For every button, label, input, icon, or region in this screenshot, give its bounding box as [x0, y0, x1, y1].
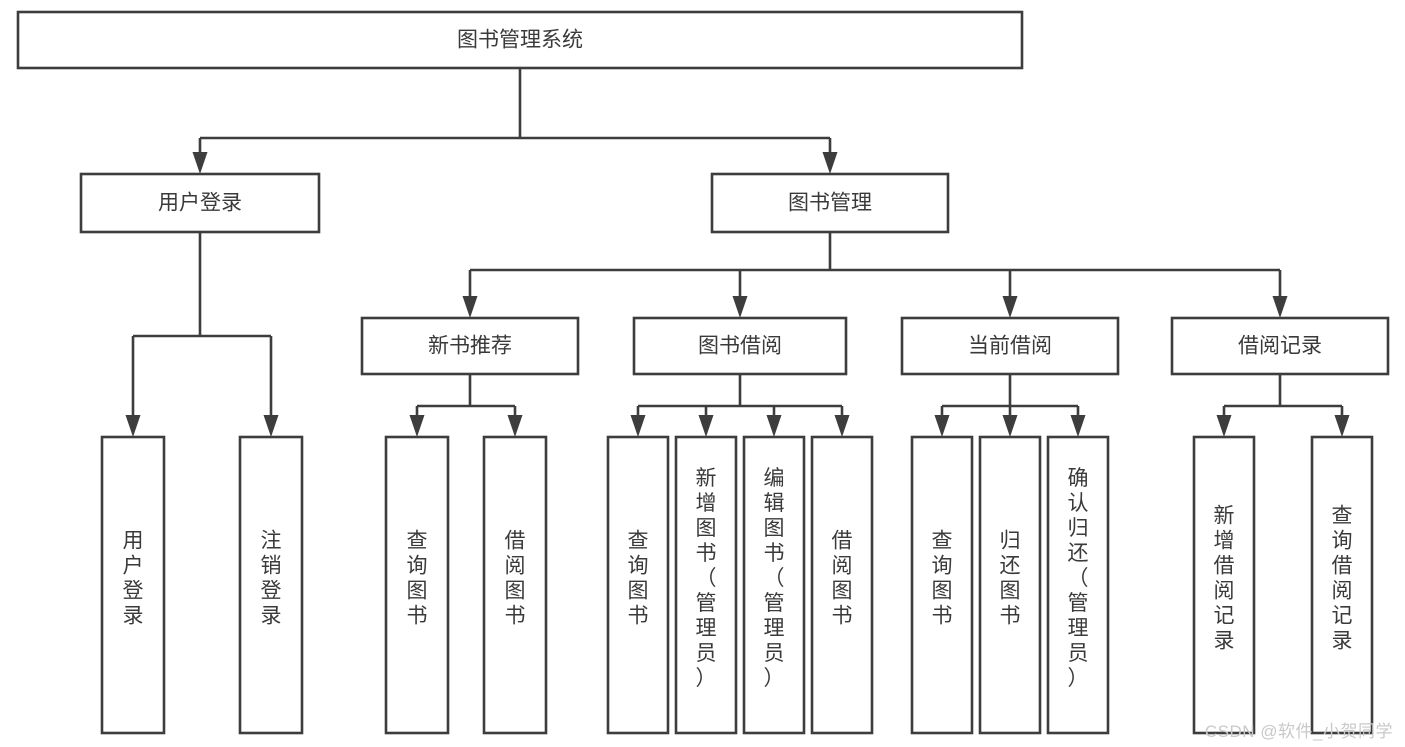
arrow-head-icon: [1334, 415, 1350, 437]
connector-group-root: [192, 68, 838, 174]
node-current-borrow[interactable]: 当前借阅: [900, 316, 1120, 376]
connector-group-book-manage: [462, 232, 1288, 318]
node-box-leaf-edit-book[interactable]: [742, 435, 806, 735]
node-box-leaf-add-record[interactable]: [1192, 435, 1256, 735]
node-leaf-query-book-1[interactable]: 查询图书: [384, 435, 450, 735]
node-box-leaf-logout[interactable]: [238, 435, 304, 735]
arrow-head-icon: [409, 415, 425, 437]
node-box-leaf-query-book-2[interactable]: [606, 435, 670, 735]
node-label-leaf-user-login: 用户登录: [123, 530, 144, 628]
node-book-borrow[interactable]: 图书借阅: [632, 316, 848, 376]
node-box-user-login[interactable]: [79, 172, 321, 234]
node-label-leaf-query-book-1: 查询图书: [407, 530, 428, 628]
node-book-manage[interactable]: 图书管理: [710, 172, 950, 234]
node-leaf-borrow-book-1[interactable]: 借阅图书: [482, 435, 548, 735]
node-leaf-return-book[interactable]: 归还图书: [978, 435, 1042, 735]
node-root[interactable]: 图书管理系统: [16, 10, 1024, 70]
connector-group-borrow-record: [1216, 374, 1350, 437]
node-label-leaf-add-record: 新增借阅记录: [1214, 505, 1235, 653]
node-leaf-borrow-book-2[interactable]: 借阅图书: [810, 435, 874, 735]
node-box-current-borrow[interactable]: [900, 316, 1120, 376]
node-box-book-manage[interactable]: [710, 172, 950, 234]
connector-group-current-borrow: [934, 374, 1086, 437]
arrow-head-icon: [125, 415, 141, 437]
node-layer: 图书管理系统用户登录图书管理新书推荐图书借阅当前借阅借阅记录用户登录注销登录查询…: [16, 10, 1390, 735]
node-new-book-recommend[interactable]: 新书推荐: [360, 316, 580, 376]
arrow-head-icon: [822, 152, 838, 174]
node-label-leaf-query-record: 查询借阅记录: [1332, 505, 1353, 653]
node-label-user-login: 用户登录: [158, 192, 242, 215]
connector-group-new-book-recommend: [409, 374, 523, 437]
node-label-leaf-logout: 注销登录: [261, 530, 282, 628]
node-box-leaf-query-book-1[interactable]: [384, 435, 450, 735]
node-label-leaf-query-book-3: 查询图书: [932, 530, 953, 628]
arrow-head-icon: [698, 415, 714, 437]
node-leaf-confirm-return[interactable]: 确认归还（管理员）: [1046, 435, 1110, 735]
connector-group-user-login: [125, 232, 279, 437]
node-label-leaf-borrow-book-2: 借阅图书: [832, 530, 853, 628]
node-label-new-book-recommend: 新书推荐: [428, 335, 512, 358]
node-label-borrow-record: 借阅记录: [1238, 335, 1322, 358]
arrow-head-icon: [1002, 296, 1018, 318]
node-box-leaf-borrow-book-2[interactable]: [810, 435, 874, 735]
node-leaf-add-record[interactable]: 新增借阅记录: [1192, 435, 1256, 735]
node-box-leaf-return-book[interactable]: [978, 435, 1042, 735]
arrow-head-icon: [1070, 415, 1086, 437]
connector-layer: [125, 68, 1350, 437]
node-box-borrow-record[interactable]: [1170, 316, 1390, 376]
node-leaf-edit-book[interactable]: 编辑图书（管理员）: [742, 435, 806, 735]
arrow-head-icon: [1272, 296, 1288, 318]
node-box-new-book-recommend[interactable]: [360, 316, 580, 376]
node-label-leaf-edit-book: 编辑图书（管理员）: [764, 467, 785, 690]
arrow-head-icon: [263, 415, 279, 437]
node-label-leaf-query-book-2: 查询图书: [628, 530, 649, 628]
node-user-login[interactable]: 用户登录: [79, 172, 321, 234]
node-box-leaf-query-book-3[interactable]: [910, 435, 974, 735]
node-leaf-query-book-2[interactable]: 查询图书: [606, 435, 670, 735]
node-box-leaf-user-login[interactable]: [100, 435, 166, 735]
node-leaf-query-book-3[interactable]: 查询图书: [910, 435, 974, 735]
node-box-leaf-query-record[interactable]: [1310, 435, 1374, 735]
arrow-head-icon: [1002, 415, 1018, 437]
node-label-book-borrow: 图书借阅: [698, 335, 782, 358]
node-leaf-add-book[interactable]: 新增图书（管理员）: [674, 435, 738, 735]
arrow-head-icon: [834, 415, 850, 437]
connector-group-book-borrow: [630, 374, 850, 437]
node-label-book-manage: 图书管理: [788, 192, 872, 215]
arrow-head-icon: [766, 415, 782, 437]
node-leaf-logout[interactable]: 注销登录: [238, 435, 304, 735]
node-box-book-borrow[interactable]: [632, 316, 848, 376]
node-borrow-record[interactable]: 借阅记录: [1170, 316, 1390, 376]
node-label-leaf-confirm-return: 确认归还（管理员）: [1068, 467, 1089, 690]
node-box-leaf-confirm-return[interactable]: [1046, 435, 1110, 735]
arrow-head-icon: [630, 415, 646, 437]
arrow-head-icon: [462, 296, 478, 318]
node-label-root: 图书管理系统: [457, 29, 583, 52]
node-label-leaf-add-book: 新增图书（管理员）: [696, 467, 717, 690]
arrow-head-icon: [732, 296, 748, 318]
arrow-head-icon: [934, 415, 950, 437]
arrow-head-icon: [192, 152, 208, 174]
node-box-root[interactable]: [16, 10, 1024, 70]
node-label-leaf-borrow-book-1: 借阅图书: [505, 530, 526, 628]
arrow-head-icon: [507, 415, 523, 437]
node-box-leaf-add-book[interactable]: [674, 435, 738, 735]
node-leaf-user-login[interactable]: 用户登录: [100, 435, 166, 735]
node-label-leaf-return-book: 归还图书: [1000, 530, 1021, 628]
node-box-leaf-borrow-book-1[interactable]: [482, 435, 548, 735]
node-label-current-borrow: 当前借阅: [968, 335, 1052, 358]
arrow-head-icon: [1216, 415, 1232, 437]
node-leaf-query-record[interactable]: 查询借阅记录: [1310, 435, 1374, 735]
